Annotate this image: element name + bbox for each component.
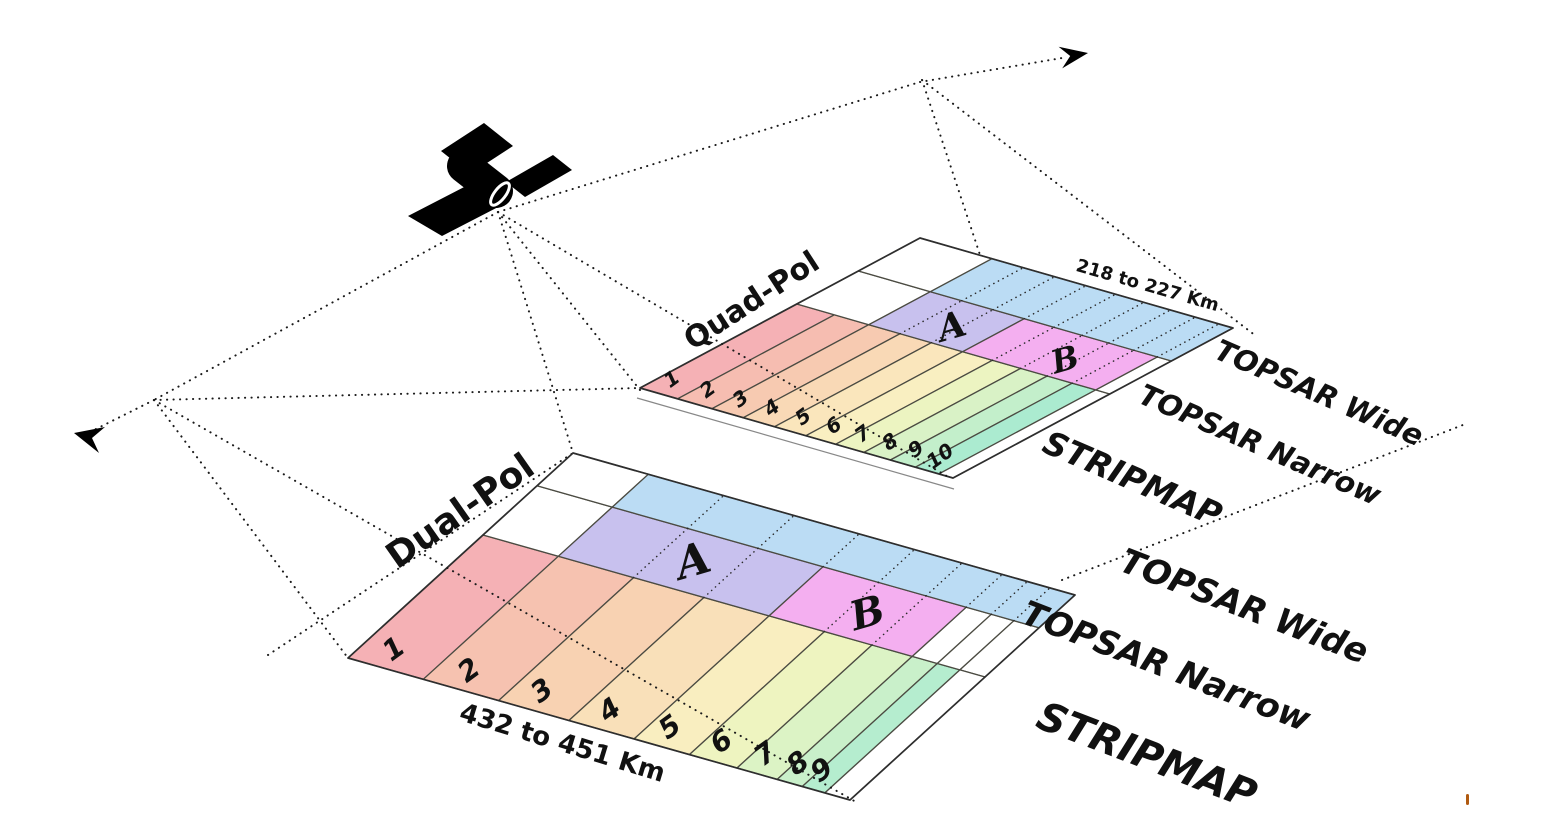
beam-line-quad-near bbox=[497, 211, 641, 391]
flight-arrow-left-icon bbox=[74, 427, 105, 453]
orbit-line bbox=[497, 81, 921, 213]
vertex-to-dual-near-corner bbox=[153, 399, 349, 659]
swath-edge-sliver bbox=[636, 397, 955, 490]
beam-boundary-dotted bbox=[871, 595, 927, 646]
satellite-icon bbox=[408, 123, 572, 236]
geometry-lines bbox=[74, 46, 1469, 659]
vertex-to-quad-far-right bbox=[921, 79, 1257, 337]
vertex-to-quad-far-left bbox=[921, 79, 985, 268]
beam-boundary-dotted bbox=[632, 527, 689, 579]
dual-left-edge-extension bbox=[267, 452, 574, 656]
flight-arrow-right-icon bbox=[1058, 46, 1088, 69]
flight-direction-line-right bbox=[919, 57, 1063, 83]
artifact-mark bbox=[1466, 794, 1469, 805]
ground-track-line-left bbox=[153, 211, 499, 401]
swath-outline bbox=[347, 452, 1076, 801]
quad-stripmap-label: STRIPMAP bbox=[1037, 423, 1227, 535]
vertex-to-quad-near-corner bbox=[153, 387, 641, 401]
beam-line-dual-far-left bbox=[497, 211, 574, 454]
beam-boundary-dotted bbox=[703, 547, 759, 599]
flight-direction-line-left bbox=[91, 399, 155, 432]
dual-far-edge-extension bbox=[1061, 422, 1469, 581]
swath-outline bbox=[639, 237, 1234, 479]
beam-boundary-dotted bbox=[823, 581, 880, 633]
